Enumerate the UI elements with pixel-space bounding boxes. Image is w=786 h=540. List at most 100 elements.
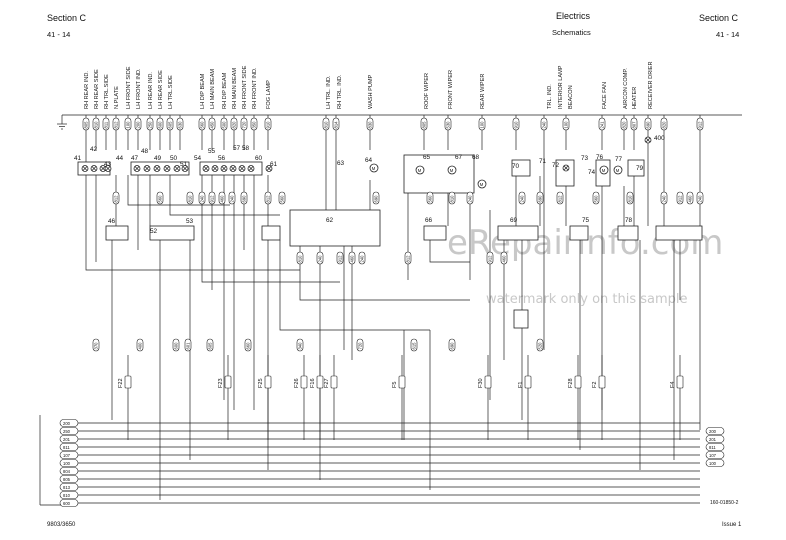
- wire-code: 810: [188, 195, 193, 203]
- fuse-label: F5: [392, 381, 398, 388]
- fuse-label: F25: [258, 378, 264, 388]
- rear-wiper-motor: M: [477, 179, 487, 189]
- bus-code: 107: [709, 453, 717, 458]
- fuse-body: [224, 375, 232, 389]
- circuit-label: RH FRONT IND.: [252, 67, 258, 109]
- wire-code: 560: [280, 195, 285, 203]
- top-connector: 600: [156, 117, 164, 131]
- section-label-right: Section C: [699, 13, 739, 23]
- switch-67: [497, 225, 539, 241]
- connector-body: [208, 117, 216, 131]
- component-number: 79: [636, 165, 644, 172]
- top-connector: 530: [444, 117, 452, 131]
- bus-pill: [59, 419, 79, 427]
- bus-code: 201: [709, 437, 717, 442]
- wire-code: 400: [138, 342, 143, 350]
- mid-connector: 240: [198, 191, 206, 205]
- motor-letter: M: [372, 166, 376, 171]
- component-number: 74: [588, 169, 596, 176]
- lamp-cross: [203, 166, 209, 171]
- fuse-body: [124, 375, 132, 389]
- connector-body: [444, 117, 452, 131]
- connector-body: [176, 117, 184, 131]
- connector-body: [540, 117, 548, 131]
- lamp-cross: [134, 166, 140, 171]
- issue-label: Issue 1: [722, 522, 742, 528]
- lamp-cross: [154, 166, 160, 171]
- fuse-body: [676, 375, 684, 389]
- mid-connector: 812: [264, 191, 272, 205]
- motor-circle: [447, 165, 457, 175]
- wire-code: 690: [450, 342, 455, 350]
- fuse-label: F4: [670, 381, 676, 388]
- bus-code: 813: [63, 485, 71, 490]
- connector-body: [366, 117, 374, 131]
- top-connector: 720: [240, 117, 248, 131]
- bus-connector-right: 200: [705, 427, 725, 435]
- wire-code: 814: [334, 121, 339, 129]
- top-connector: 811: [102, 117, 110, 131]
- connector-body: [620, 117, 628, 131]
- bus-connector-left: 600: [59, 499, 79, 507]
- wire-code: 812: [114, 121, 119, 129]
- wire-code: 912: [488, 255, 493, 263]
- bus-pill: [59, 459, 79, 467]
- connector-body: [228, 191, 236, 205]
- low-connector: 690: [448, 338, 456, 352]
- wire-code: 812: [406, 255, 411, 263]
- lamp-cross: [82, 166, 88, 171]
- component-number: 42: [90, 146, 98, 153]
- connector-body: [358, 251, 366, 265]
- connector-body: [264, 191, 272, 205]
- relay-51: [149, 225, 195, 241]
- circuit-label: RH DIP BEAM: [222, 72, 228, 109]
- mid-connector: 812: [112, 191, 120, 205]
- bus-connector-left: 810: [59, 491, 79, 499]
- connector-body: [92, 117, 100, 131]
- fuse-label: F27: [324, 378, 330, 388]
- wire-code: 460: [688, 195, 693, 203]
- wire-code: 912: [678, 195, 683, 203]
- connector-body: [478, 117, 486, 131]
- top-connector: 560: [198, 117, 206, 131]
- low-connector: 340: [296, 338, 304, 352]
- circuit-label: RH REAR SIDE: [94, 69, 100, 109]
- connector-body: [316, 251, 324, 265]
- mid-connector: 690: [240, 191, 248, 205]
- top-connector: 250: [146, 117, 154, 131]
- wire-code: 810: [94, 121, 99, 129]
- interior-lamp: [562, 164, 570, 172]
- circuit-label: LH TRL.SIDE: [168, 75, 174, 109]
- connector-body: [630, 117, 638, 131]
- ground-symbol: [57, 115, 67, 130]
- component-number: 66: [425, 217, 433, 224]
- top-connector: 805: [420, 117, 428, 131]
- page-number-left: 41 - 14: [47, 30, 71, 39]
- lamp-symbol: [229, 165, 237, 172]
- fuse-body: [264, 375, 272, 389]
- mid-connector: 810: [296, 251, 304, 265]
- route-wire: [85, 150, 300, 271]
- connector-body: [220, 117, 228, 131]
- number-plate-lamp: [104, 165, 112, 172]
- fuse-body: [574, 375, 582, 389]
- connector-body: [466, 191, 474, 205]
- fuse-body: [598, 375, 606, 389]
- wire-code: 370: [94, 342, 99, 350]
- bus-pill: [59, 443, 79, 451]
- top-connector: 820: [660, 117, 668, 131]
- connector-body: [134, 117, 142, 131]
- connector-body: [448, 338, 456, 352]
- route-wire: [127, 175, 230, 206]
- component-number: 58: [242, 145, 250, 152]
- switch-60: [289, 209, 381, 247]
- component-number: 56: [218, 155, 226, 162]
- lamp-cross: [174, 166, 180, 171]
- mid-connector: 460: [500, 251, 508, 265]
- connector-body: [112, 191, 120, 205]
- aircon-compressor: M: [613, 165, 623, 175]
- bus-code: 250: [63, 429, 71, 434]
- lamp-symbol: [90, 165, 98, 172]
